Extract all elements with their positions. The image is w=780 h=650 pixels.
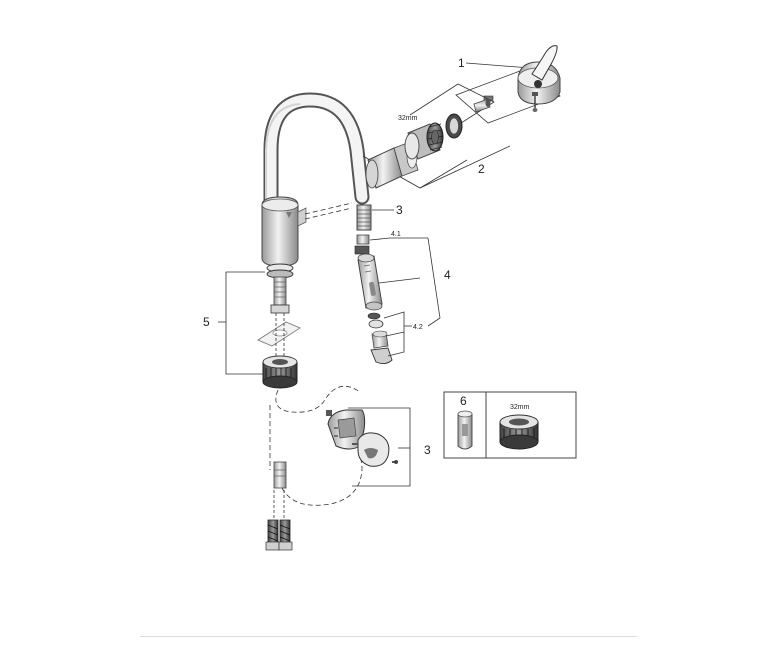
brand-logo-mark	[286, 212, 292, 218]
label-size-32mm-box: 32mm	[510, 404, 530, 411]
part-3-hose-end: 3	[356, 203, 403, 231]
label-part-6: 6	[460, 394, 467, 408]
tool-6-key	[457, 410, 473, 450]
cartridge-screw-insert	[473, 98, 491, 113]
part-5-mounting-parts: 5	[203, 263, 301, 389]
cartridge-ring	[445, 113, 463, 139]
supply-hoses	[265, 490, 293, 551]
part-3-hose-weight: 3	[273, 407, 431, 489]
faucet-body	[261, 92, 370, 267]
spray-head-parts-4-2	[367, 312, 393, 365]
label-part-3-bottom: 3	[424, 443, 431, 457]
label-part-4-1: 4.1	[391, 231, 401, 238]
label-part-4-2: 4.2	[413, 324, 423, 331]
label-part-1: 1	[458, 56, 465, 70]
label-part-4: 4	[444, 268, 451, 282]
label-size-32mm-top: 32mm	[398, 115, 418, 122]
lever-arm	[531, 45, 558, 81]
part-4-spray-head: 4.1 4 4.2	[354, 231, 451, 365]
part-1-lever-handle: 1	[455, 45, 561, 124]
tool-32mm-socket	[499, 414, 539, 450]
tools-box: 6 32mm	[443, 391, 577, 459]
label-part-5: 5	[203, 315, 210, 329]
label-part-2: 2	[478, 162, 485, 176]
bottom-divider	[140, 636, 637, 637]
spray-head	[357, 253, 383, 311]
label-part-3-top: 3	[396, 203, 403, 217]
part-2-cartridge-assembly: 2 32mm	[362, 83, 511, 189]
cartridge-nut	[404, 122, 444, 160]
